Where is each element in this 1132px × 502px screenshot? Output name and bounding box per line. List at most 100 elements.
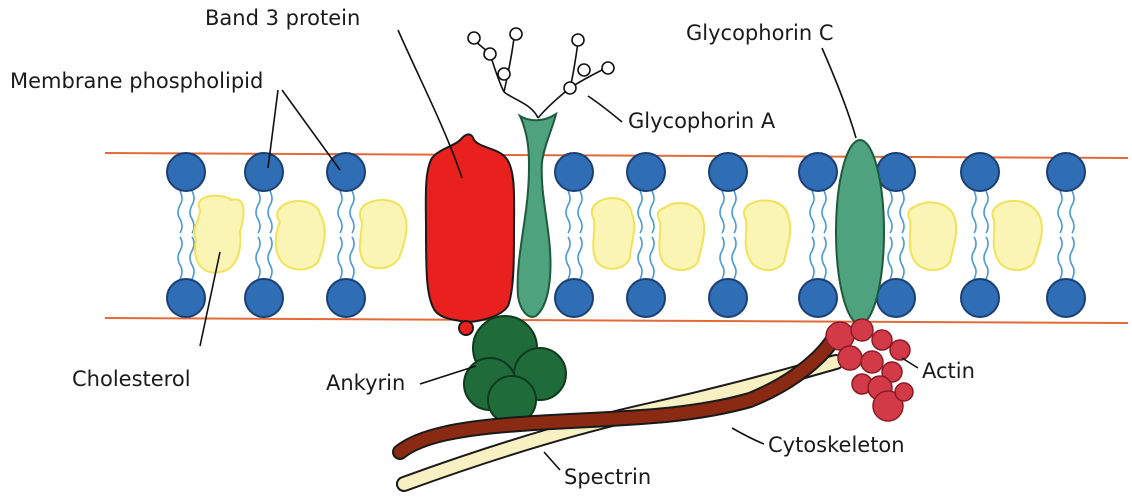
phospholipid-tail: [809, 190, 815, 234]
phospholipid-head: [244, 152, 284, 192]
phospholipid-head: [960, 278, 1000, 318]
phospholipid-tail: [189, 190, 195, 234]
phospholipid: [960, 152, 1000, 318]
label-actin: Actin: [922, 359, 975, 383]
phospholipid-tail: [731, 236, 737, 280]
phospholipid-head: [326, 152, 366, 192]
phospholipid: [244, 152, 284, 318]
phospholipid: [798, 152, 838, 318]
glycan-chains: [467, 27, 615, 119]
phospholipid-head: [166, 278, 206, 318]
phospholipid-tail: [983, 236, 989, 280]
cytoskeleton-filament: [392, 330, 842, 460]
leader-lines: [199, 29, 919, 471]
phospholipid-tail: [809, 236, 815, 280]
phospholipid-tail: [349, 236, 355, 280]
cholesterol-molecule: [991, 199, 1043, 271]
phospholipid-head: [960, 152, 1000, 192]
phospholipid-head: [1046, 278, 1086, 318]
phospholipid-tail: [637, 236, 643, 280]
phospholipid-tail: [821, 236, 827, 280]
phospholipid-tail: [637, 190, 643, 234]
label-glycophorin-c: Glycophorin C: [686, 21, 834, 45]
phospholipid-head: [554, 152, 594, 192]
phospholipid-head: [626, 278, 666, 318]
phospholipid-head: [798, 152, 838, 192]
phospholipid-head: [166, 152, 206, 192]
label-phospholipid: Membrane phospholipid: [10, 69, 263, 93]
phospholipid-tail: [649, 190, 655, 234]
phospholipid-tail: [565, 236, 571, 280]
label-glycophorin-a: Glycophorin A: [628, 109, 776, 133]
phospholipid-head: [798, 278, 838, 318]
phospholipid-head: [326, 278, 366, 318]
glycophorin-a: [516, 111, 558, 318]
phospholipid-tail: [731, 190, 737, 234]
phospholipid-tail: [577, 190, 583, 234]
ankyrin: [463, 315, 567, 425]
label-ankyrin: Ankyrin: [326, 371, 405, 395]
phospholipid-tail: [189, 236, 195, 280]
phospholipid-tail: [719, 190, 725, 234]
actin-cluster: [825, 318, 914, 422]
phospholipid-tail: [887, 190, 893, 234]
phospholipid-tail: [971, 190, 977, 234]
phospholipid-tail: [267, 190, 273, 234]
cholesterol-molecule: [742, 199, 792, 271]
phospholipid-tail: [255, 190, 261, 234]
phospholipid-tail: [1057, 236, 1063, 280]
phospholipid: [1046, 152, 1086, 318]
phospholipid-tail: [1057, 190, 1063, 234]
phospholipid-tail: [983, 190, 989, 234]
cholesterol-molecule: [274, 199, 326, 271]
phospholipid-tail: [337, 236, 343, 280]
phospholipid-head: [1046, 152, 1086, 192]
phospholipid-tail: [565, 190, 571, 234]
phospholipid: [626, 152, 666, 318]
phospholipid: [166, 152, 206, 318]
phospholipid-tail: [267, 236, 273, 280]
phospholipid-tail: [899, 236, 905, 280]
cholesterol-molecule: [656, 201, 706, 271]
phospholipid-tail: [649, 236, 655, 280]
cholesterol-molecule: [358, 198, 408, 270]
phospholipid-head: [244, 278, 284, 318]
band3-protein: [424, 133, 516, 336]
phospholipid-tail: [719, 236, 725, 280]
cholesterol-molecule: [907, 201, 958, 271]
phospholipid: [554, 152, 594, 318]
phospholipid-head: [876, 278, 916, 318]
label-band3: Band 3 protein: [205, 6, 360, 30]
phospholipid-layer: [166, 152, 1086, 318]
cholesterol-molecule: [193, 194, 245, 274]
label-cholesterol: Cholesterol: [72, 367, 191, 391]
phospholipid-tail: [577, 236, 583, 280]
phospholipid-tail: [1069, 190, 1075, 234]
phospholipid-tail: [337, 190, 343, 234]
phospholipid-head: [708, 152, 748, 192]
cholesterol-molecule: [590, 197, 636, 270]
label-spectrin: Spectrin: [564, 465, 651, 489]
phospholipid-tail: [899, 190, 905, 234]
phospholipid: [708, 152, 748, 318]
phospholipid: [326, 152, 366, 318]
glycophorin-c: [835, 139, 885, 325]
phospholipid-head: [626, 152, 666, 192]
phospholipid-tail: [1069, 236, 1075, 280]
phospholipid-head: [876, 152, 916, 192]
phospholipid-tail: [971, 236, 977, 280]
phospholipid-head: [554, 278, 594, 318]
label-cytoskeleton: Cytoskeleton: [768, 433, 905, 457]
phospholipid-tail: [349, 190, 355, 234]
phospholipid-tail: [887, 236, 893, 280]
phospholipid-tail: [177, 236, 183, 280]
phospholipid-tail: [255, 236, 261, 280]
phospholipid-tail: [177, 190, 183, 234]
cholesterol-layer: [193, 194, 1043, 274]
outer-membrane-line: [104, 152, 1129, 159]
phospholipid-tail: [821, 190, 827, 234]
inner-membrane-line: [104, 317, 1129, 324]
phospholipid-head: [708, 278, 748, 318]
